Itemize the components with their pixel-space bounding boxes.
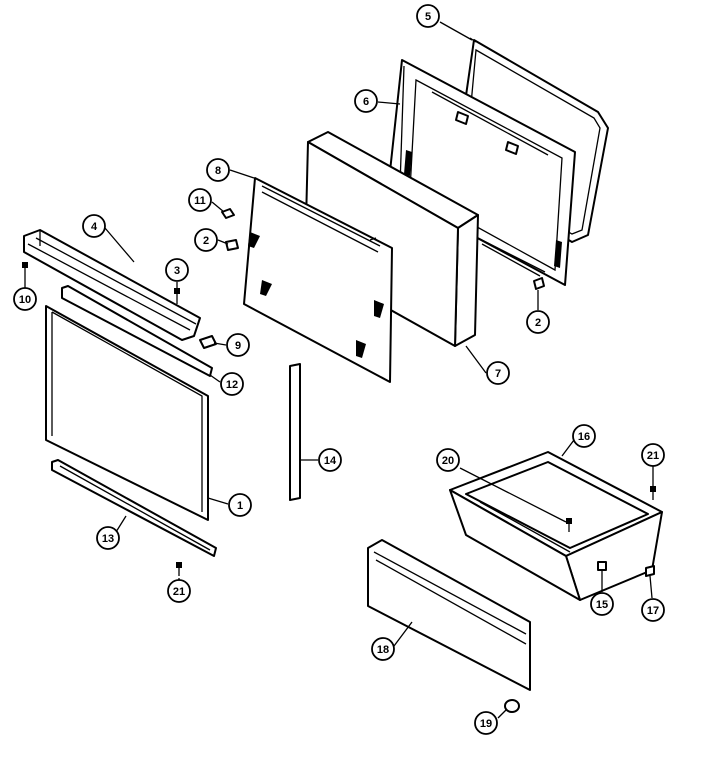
callout-19: 19 — [474, 711, 498, 735]
callout-11-label: 11 — [194, 195, 206, 207]
callout-6: 6 — [354, 89, 378, 113]
callout-13-label: 13 — [102, 533, 114, 545]
callout-7: 7 — [486, 361, 510, 385]
callout-2b-label: 2 — [535, 317, 541, 329]
callout-20: 20 — [436, 448, 460, 472]
callout-16: 16 — [572, 424, 596, 448]
part-6-door-frame — [387, 59, 576, 286]
callout-6-label: 6 — [363, 96, 369, 108]
part-16-drawer — [449, 451, 663, 601]
part-1-outer-panel — [45, 305, 209, 521]
screw-21-right — [650, 486, 656, 500]
callout-5-label: 5 — [425, 11, 431, 23]
callout-12-label: 12 — [226, 379, 238, 391]
part-4-handle — [23, 229, 201, 341]
callout-21a-label: 21 — [173, 586, 185, 598]
callout-12: 12 — [220, 372, 244, 396]
screw-21-left — [176, 562, 182, 576]
part-13-bottom-trim — [51, 459, 217, 557]
part-8-inner-panel — [243, 177, 393, 383]
callout-7-label: 7 — [495, 368, 501, 380]
part-14-side-trim — [289, 363, 301, 501]
callout-3: 3 — [165, 258, 189, 282]
part-9-end-cap — [199, 335, 217, 349]
callout-1-label: 1 — [237, 500, 243, 512]
part-11-clip — [221, 208, 235, 219]
callout-5: 5 — [416, 4, 440, 28]
callout-3-label: 3 — [174, 265, 180, 277]
leader-lines — [24, 21, 654, 719]
part-2-bracket-right — [533, 277, 545, 290]
callout-19-label: 19 — [480, 718, 492, 730]
callout-2a-label: 2 — [203, 235, 209, 247]
part-17-clip — [645, 565, 655, 577]
callout-9-label: 9 — [235, 340, 241, 352]
callout-10: 10 — [13, 287, 37, 311]
part-12-trim — [61, 285, 213, 377]
callout-2a: 2 — [194, 228, 218, 252]
callout-9: 9 — [226, 333, 250, 357]
callout-21b-label: 21 — [647, 450, 659, 462]
callout-15-label: 15 — [596, 599, 608, 611]
callout-17-label: 17 — [647, 605, 659, 617]
callout-20-label: 20 — [442, 455, 454, 467]
callout-18: 18 — [371, 637, 395, 661]
callout-18-label: 18 — [377, 644, 389, 656]
callout-2b: 2 — [526, 310, 550, 334]
callout-16-label: 16 — [578, 431, 590, 443]
callout-11: 11 — [188, 188, 212, 212]
callout-21b: 21 — [641, 443, 665, 467]
callout-1: 1 — [228, 493, 252, 517]
callout-14-label: 14 — [324, 455, 337, 467]
callout-8-label: 8 — [215, 165, 221, 177]
screw-10 — [22, 262, 28, 276]
callout-4: 4 — [82, 214, 106, 238]
callout-17: 17 — [641, 598, 665, 622]
callout-15: 15 — [590, 592, 614, 616]
callout-21a: 21 — [167, 579, 191, 603]
screw-3 — [174, 288, 180, 304]
callout-14: 14 — [318, 448, 342, 472]
callout-8: 8 — [206, 158, 230, 182]
screw-20 — [566, 518, 572, 532]
part-18-drawer-front — [367, 539, 531, 691]
part-15-clip — [597, 561, 607, 571]
callout-4-label: 4 — [91, 221, 98, 233]
callout-13: 13 — [96, 526, 120, 550]
part-2-bracket-left — [225, 239, 239, 251]
callout-10-label: 10 — [19, 294, 31, 306]
part-19-knob — [504, 699, 520, 713]
